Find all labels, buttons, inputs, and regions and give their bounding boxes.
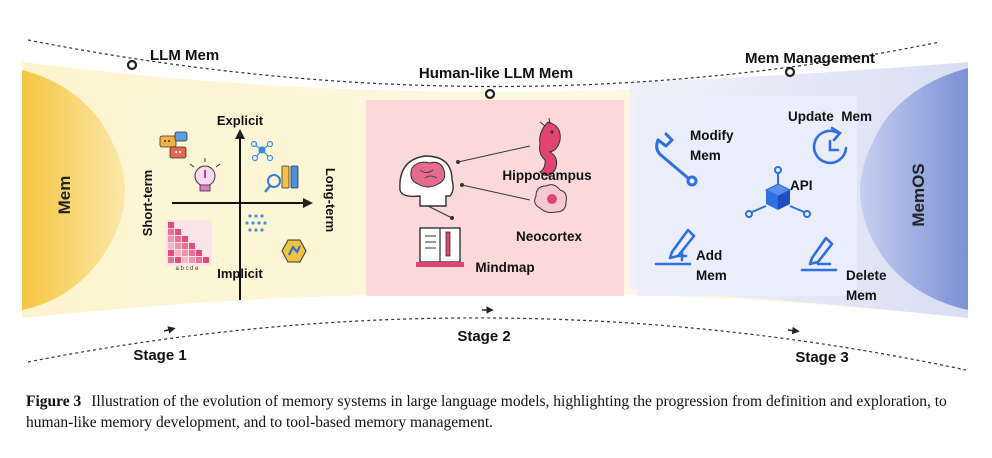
matrix-cell — [168, 250, 174, 256]
axis-label-explicit: Explicit — [217, 113, 264, 128]
matrix-cell — [175, 229, 181, 235]
memory-evolution-diagram: Mem MemOS LLM Mem Human-like LLM Mem Mem… — [22, 39, 968, 371]
mem-end-label: Mem — [55, 176, 74, 215]
label-update-mem: Update Mem — [788, 109, 872, 124]
mem-end-shape — [22, 70, 125, 310]
matrix-cell — [196, 257, 202, 263]
matrix-cell — [168, 222, 174, 228]
panel2-background — [366, 100, 624, 296]
network-icon — [250, 140, 274, 162]
matrix-cell — [168, 229, 174, 235]
label-human-like-llm-mem: Human-like LLM Mem — [419, 65, 573, 82]
matrix-cell — [203, 257, 209, 263]
matrix-cell — [168, 257, 174, 263]
matrix-cell — [182, 250, 188, 256]
matrix-cell — [182, 236, 188, 242]
label-add-line1: Add — [696, 248, 722, 263]
link-to-hippocampus — [457, 145, 531, 163]
matrix-cell — [182, 243, 188, 249]
label-modify-line1: Modify — [690, 128, 734, 143]
lightbulb-icon — [189, 158, 221, 192]
axis-label-short-term: Short-term — [140, 170, 155, 236]
matrix-cell — [189, 243, 195, 249]
matrix-cell — [189, 257, 195, 263]
memos-end-label: MemOS — [909, 163, 928, 226]
api-cube-icon — [745, 166, 811, 218]
label-add-line2: Mem — [696, 268, 727, 283]
mindmap-book-icon — [416, 227, 464, 267]
matrix-cell — [196, 250, 202, 256]
matrix-cell — [175, 236, 181, 242]
label-neocortex: Neocortex — [516, 229, 583, 244]
axis-label-long-term: Long-term — [323, 168, 338, 232]
update-clock-icon — [812, 126, 848, 165]
add-pen-icon — [654, 228, 696, 266]
label-api: API — [790, 178, 813, 193]
matrix-cell — [175, 250, 181, 256]
stage1-arrow — [163, 326, 176, 334]
matrix-column-labels: a b c d e — [175, 266, 199, 272]
hexagon-icon — [281, 239, 307, 263]
label-mindmap: Mindmap — [475, 260, 534, 275]
label-modify-line2: Mem — [690, 148, 721, 163]
milestone-dot-llm-mem — [126, 59, 138, 71]
chat-bubbles-icon — [159, 131, 188, 159]
label-hippocampus: Hippocampus — [502, 168, 591, 183]
axis-label-implicit: Implicit — [217, 266, 263, 281]
caption-label: Figure 3 — [26, 393, 82, 410]
neural-dots-icon — [245, 214, 267, 232]
label-delete-line2: Mem — [846, 288, 877, 303]
label-mem-management: Mem Management — [745, 50, 875, 67]
matrix-cell — [175, 243, 181, 249]
brain-head-icon — [399, 155, 454, 207]
wrench-icon — [655, 132, 698, 187]
top-dashed-curve — [27, 39, 941, 88]
link-to-mindmap — [427, 205, 453, 219]
delete-pen-icon — [800, 236, 838, 272]
caption-text: Illustration of the evolution of memory … — [26, 393, 947, 431]
milestone-dot-human-like — [484, 88, 496, 100]
matrix-cell — [182, 257, 188, 263]
milestone-dot-mem-management — [784, 66, 796, 78]
matrix-cell — [189, 250, 195, 256]
label-stage1: Stage 1 — [133, 347, 186, 364]
matrix-cell — [175, 257, 181, 263]
stage3-arrow — [787, 326, 800, 335]
search-folders-icon — [264, 165, 299, 193]
matrix-cell — [168, 243, 174, 249]
matrix-cell — [168, 236, 174, 242]
bottom-dashed-curve — [27, 317, 967, 371]
brain-icon — [534, 184, 567, 213]
memos-end-shape — [860, 68, 968, 310]
panel1-axes — [172, 129, 313, 300]
label-stage3: Stage 3 — [795, 349, 848, 366]
label-llm-mem: LLM Mem — [150, 47, 219, 64]
label-delete-line1: Delete — [846, 268, 887, 283]
label-stage2: Stage 2 — [457, 328, 510, 345]
panel3-background — [637, 96, 857, 296]
link-to-neocortex — [461, 184, 531, 201]
seahorse-icon — [539, 117, 561, 176]
attention-matrix-icon — [166, 220, 212, 266]
